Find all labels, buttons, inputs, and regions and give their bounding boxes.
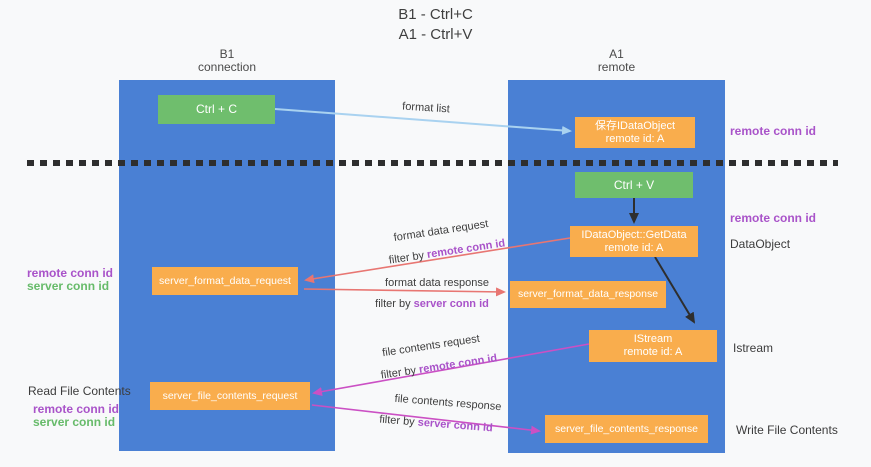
server-format-data-response-node: server_format_data_response — [510, 281, 666, 308]
filter-by-server-conn-id-label-1: filter by server conn id — [375, 298, 489, 310]
left-server-conn-id-annotation-2: server conn id — [33, 415, 116, 429]
ctrl-v-label: Ctrl + V — [613, 177, 655, 192]
format-data-request-label: format data request — [392, 218, 490, 244]
title-line-2: A1 - Ctrl+V — [398, 26, 473, 43]
save-dataobject-line2: remote id: A — [605, 132, 665, 145]
server-file-contents-request-label: server_file_contents_request — [162, 389, 298, 402]
server-file-contents-request-node: server_file_contents_request — [150, 382, 310, 410]
title-line-1: B1 - Ctrl+C — [398, 6, 473, 23]
istream-node: IStream remote id: A — [589, 330, 717, 362]
format-list-label: format list — [401, 100, 451, 116]
server-format-data-request-label: server_format_data_request — [159, 274, 291, 287]
istream-line1: IStream — [633, 333, 673, 345]
server-format-data-request-node: server_format_data_request — [152, 267, 298, 295]
remote-conn-id-annotation-2: remote conn id — [730, 211, 817, 225]
istream-annotation: Istream — [733, 341, 774, 355]
write-file-contents-annotation: Write File Contents — [736, 423, 838, 437]
getdata-line2: remote id: A — [604, 241, 664, 254]
server-format-data-response-label: server_format_data_response — [517, 288, 659, 300]
left-column-subtitle: connection — [197, 60, 257, 74]
getdata-line1: IDataObject::GetData — [581, 228, 687, 241]
filter-by-server-conn-id-label-2: filter by server conn id — [378, 413, 494, 435]
server-file-contents-response-label: server_file_contents_response — [554, 422, 698, 435]
diagram-title: B1 - Ctrl+C A1 - Ctrl+V — [0, 5, 871, 45]
ctrl-c-label: Ctrl + C — [195, 102, 237, 116]
left-remote-conn-id-annotation-2: remote conn id — [33, 402, 120, 416]
server-file-contents-response-node: server_file_contents_response — [545, 415, 708, 443]
ctrl-c-node: Ctrl + C — [158, 95, 275, 124]
format-data-response-label: format data response — [385, 277, 489, 289]
dataobject-annotation: DataObject — [730, 237, 791, 251]
ctrl-v-node: Ctrl + V — [575, 172, 693, 198]
save-dataobject-node: 保存IDataObject remote id: A — [575, 117, 695, 148]
right-column-name: A1 — [609, 47, 624, 61]
left-server-conn-id-annotation-1: server conn id — [27, 279, 110, 293]
right-column-header: A1 remote — [508, 48, 725, 74]
read-file-contents-annotation: Read File Contents — [28, 384, 131, 398]
save-dataobject-line1: 保存IDataObject — [594, 119, 676, 132]
left-remote-conn-id-annotation-1: remote conn id — [27, 266, 114, 280]
remote-conn-id-annotation-top: remote conn id — [730, 124, 817, 138]
istream-line2: remote id: A — [623, 346, 683, 358]
left-column-name: B1 — [219, 47, 235, 61]
file-contents-response-label: file contents response — [394, 392, 502, 414]
file-contents-request-label: file contents request — [381, 332, 481, 360]
left-column-header: B1 connection — [119, 48, 335, 74]
getdata-node: IDataObject::GetData remote id: A — [570, 226, 698, 257]
right-column-subtitle: remote — [597, 60, 636, 74]
